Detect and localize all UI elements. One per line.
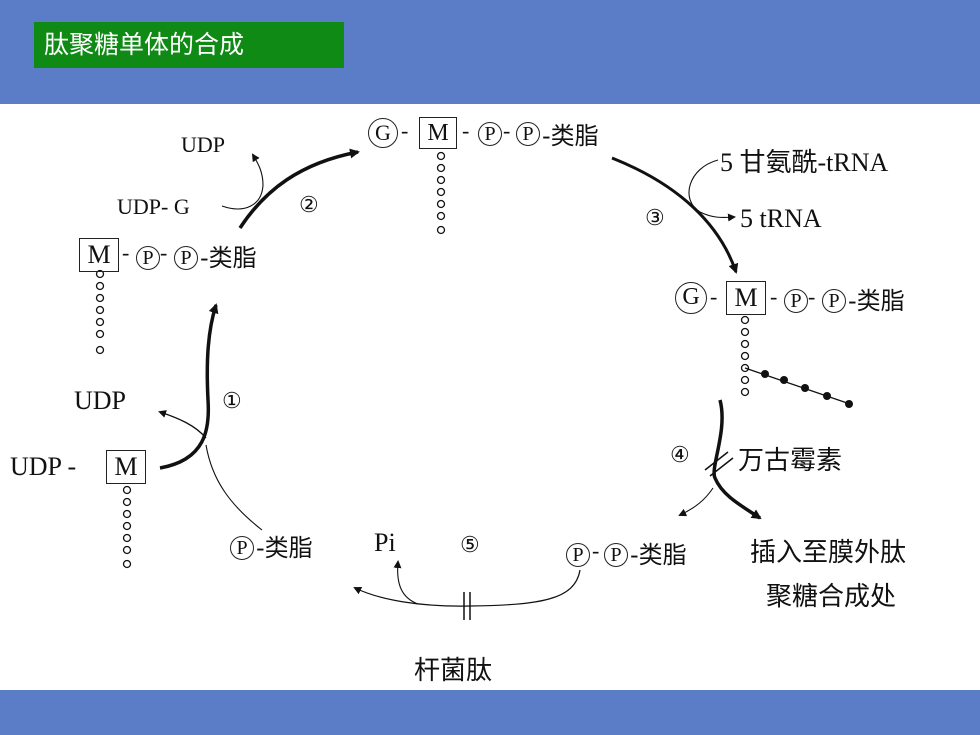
m-box-left: M: [79, 238, 119, 272]
lipid-label: -类脂: [256, 534, 313, 562]
step4-side-arrow: [678, 487, 714, 517]
dash: -: [462, 118, 470, 143]
p-circle: P: [822, 289, 846, 313]
step3-main-arrow: [611, 156, 739, 274]
vancomycin-label: 万古霉素: [738, 446, 843, 476]
step1-input-curve: [205, 444, 263, 531]
bacitracin-label: 杆菌肽: [414, 656, 493, 686]
dash: -: [401, 118, 409, 143]
udp-m-prefix: UDP -: [10, 452, 77, 481]
insert-label-line1: 插入至膜外肽: [750, 538, 907, 568]
step5-main-arrow: [353, 569, 581, 607]
udp-g-label: UDP- G: [117, 194, 190, 219]
step1-side-arrow: [158, 410, 207, 439]
step-4-marker: ④: [670, 442, 690, 467]
dash: -: [770, 284, 778, 309]
step-3-marker: ③: [645, 205, 665, 230]
peptide-chain-udpm: [122, 485, 132, 569]
glycyl-trna-label: 5 甘氨酰-tRNA: [720, 148, 889, 177]
pentaglycine-bridge: [744, 367, 853, 408]
slide-title: 肽聚糖单体的合成: [34, 22, 344, 68]
g-circle-right: G: [675, 282, 707, 314]
bacitracin-block: [463, 592, 471, 620]
p-circle: P: [604, 543, 628, 567]
m-box-udp: M: [106, 450, 146, 484]
dash: -: [592, 538, 600, 563]
udp-left-label: UDP: [74, 386, 127, 415]
dash: -: [122, 240, 130, 265]
dash: -: [710, 284, 718, 309]
trna-label: 5 tRNA: [740, 204, 822, 233]
step3-trna-arrow: [688, 159, 736, 222]
udp-top-label: UDP: [181, 132, 226, 157]
m-box-top: M: [419, 117, 457, 149]
peptide-chain-top: [436, 151, 446, 235]
p-circle: P: [230, 536, 254, 560]
dash: -: [160, 240, 168, 265]
p-circle: P: [516, 122, 540, 146]
step4-main-arrow: [712, 399, 762, 520]
p-circle: P: [478, 122, 502, 146]
step2-udpg-curve: [221, 153, 264, 210]
p-circle: P: [784, 289, 808, 313]
m-box-right: M: [726, 281, 766, 315]
step5-pi-arrow: [393, 560, 419, 605]
lipid-label: -类脂: [848, 287, 905, 315]
step1-main-arrow: [159, 303, 219, 470]
step-5-marker: ⑤: [460, 532, 480, 557]
dash: -: [503, 118, 511, 143]
dash: -: [808, 284, 816, 309]
step-1-marker: ①: [222, 388, 242, 413]
peptide-chain-right: [740, 315, 750, 397]
footer-band: [0, 690, 980, 735]
step-2-marker: ②: [299, 192, 319, 217]
step2-main-arrow: [238, 148, 360, 229]
pi-label: Pi: [374, 528, 396, 557]
p-circle: P: [566, 543, 590, 567]
lipid-label: -类脂: [200, 244, 257, 272]
p-circle: P: [136, 246, 160, 270]
lipid-label: -类脂: [542, 122, 599, 150]
p-circle: P: [174, 246, 198, 270]
insert-label-line2: 聚糖合成处: [766, 582, 897, 612]
lipid-label: -类脂: [630, 541, 687, 569]
peptide-chain-left: [95, 269, 105, 355]
step4-block-mark: [704, 451, 734, 477]
g-circle-top: G: [368, 118, 398, 148]
